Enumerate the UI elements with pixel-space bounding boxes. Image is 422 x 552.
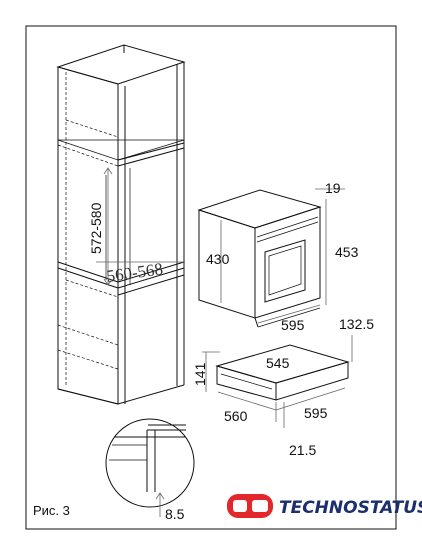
diagram-frame — [25, 25, 397, 530]
brand-logo-text: TECHNOSTATUS — [279, 498, 422, 518]
oven-depth-top-label: 19 — [325, 180, 341, 196]
cabinet-drawing — [56, 44, 186, 405]
drawer-height-side-label: 141 — [192, 362, 208, 386]
drawer-depth-label: 545 — [266, 355, 290, 371]
figure-caption: Рис. 3 — [33, 503, 70, 518]
drawer-dimension-lines — [202, 335, 353, 428]
oven-height-label: 430 — [206, 251, 230, 267]
detail-view — [105, 418, 195, 517]
cabinet-width-label: 560-568 — [105, 259, 164, 286]
cabinet-height-label: 572-580 — [88, 202, 104, 254]
drawer-width-label: 595 — [304, 405, 328, 421]
oven-width-label: 595 — [281, 317, 305, 333]
cabinet-dimension-lines — [96, 167, 185, 286]
oven-dimension-lines — [220, 188, 345, 324]
oven-drawing — [197, 189, 322, 328]
drawer-offset-label: 21.5 — [289, 442, 316, 458]
drawer-side-depth-label: 560 — [224, 408, 248, 424]
oven-height-total-label: 453 — [335, 244, 359, 260]
drawer-drawing — [215, 344, 350, 401]
drawer-height-label: 132.5 — [339, 316, 374, 332]
detail-gap-label: 8.5 — [165, 506, 185, 522]
brand-logo: TECHNOSTATUS — [227, 494, 422, 518]
